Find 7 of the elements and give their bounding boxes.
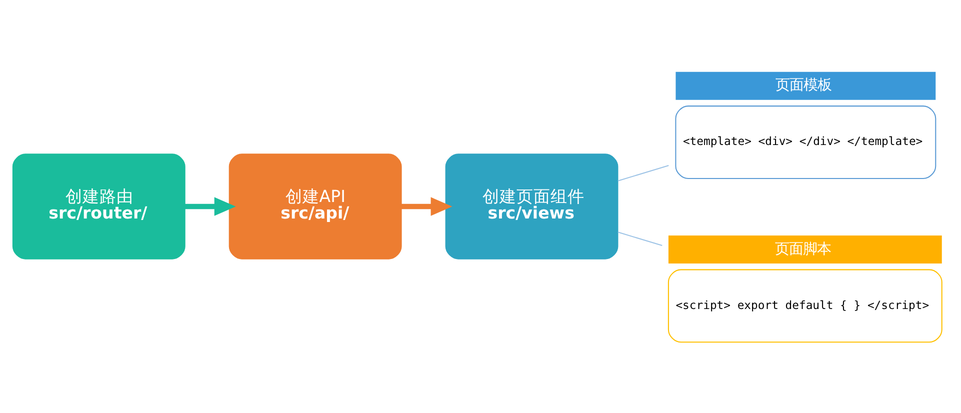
connector [618,232,662,246]
node-box: 创建API src/api/ [228,154,402,260]
node-box: 创建页面组件 src/views [445,154,618,260]
arrow [184,197,236,216]
connector [618,165,669,182]
node-box: 创建路由 src/router/ [12,154,186,260]
arrow [401,197,452,216]
